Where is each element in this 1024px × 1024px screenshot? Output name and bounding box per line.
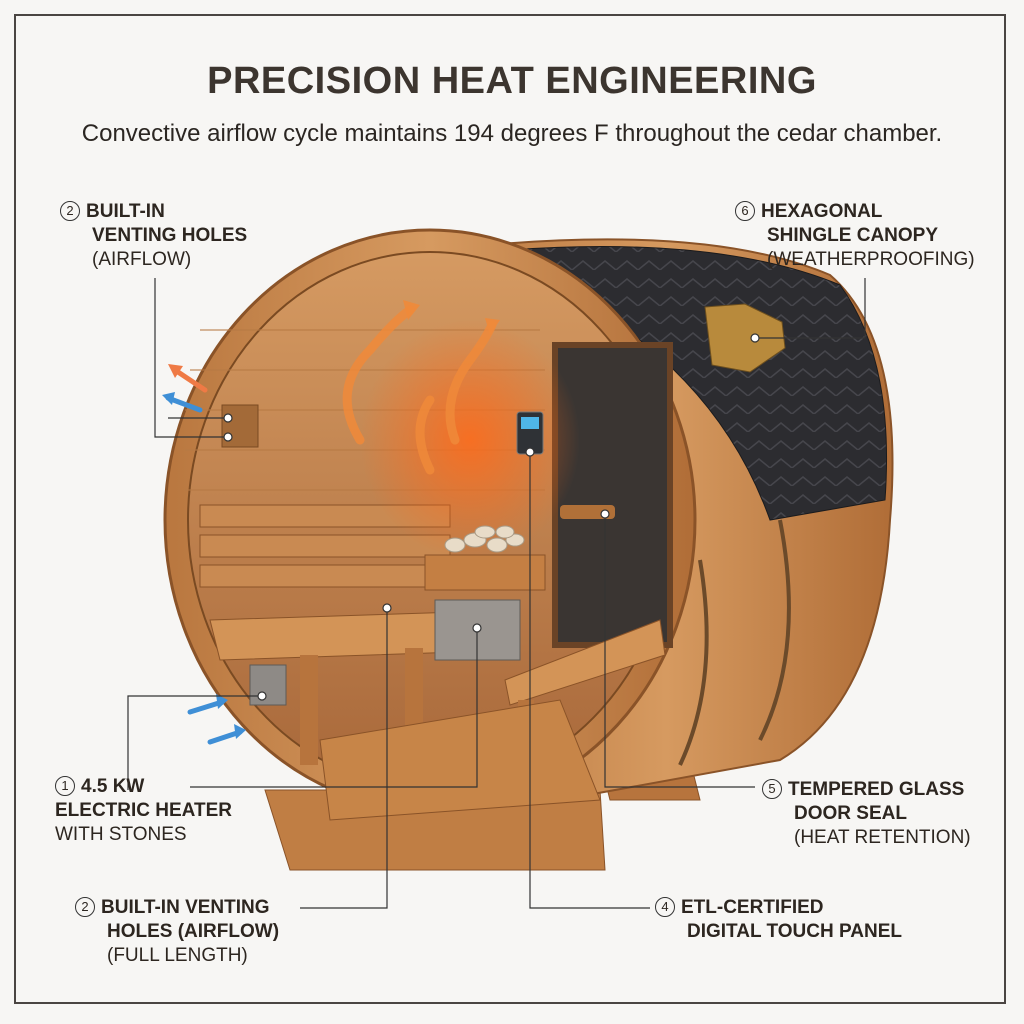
callout-vent-bottom: 2 BUILT-IN VENTING HOLES (AIRFLOW) (FULL … [75, 896, 279, 968]
callout-title-line1: ETL-CERTIFIED [681, 897, 824, 918]
vent-grilles [221, 404, 287, 706]
callout-title-line1: 4.5 KW [81, 776, 145, 797]
heat-flow-arrows [342, 305, 497, 475]
callout-title-line2: HOLES (AIRFLOW) [107, 921, 280, 942]
callout-leader-lines [127, 278, 866, 909]
callout-title-line1: HEXAGONAL [761, 201, 883, 222]
callout-vent-top: 2 BUILT-IN VENTING HOLES (AIRFLOW) [60, 200, 247, 272]
callout-number: 6 [735, 201, 755, 221]
airflow-arrows [162, 364, 246, 745]
digital-touch-panel [516, 411, 544, 455]
callout-subtitle: (WEATHERPROOFING) [767, 249, 975, 270]
callout-title-line2: DOOR SEAL [794, 803, 907, 824]
callout-title-line2: SHINGLE CANOPY [767, 225, 939, 246]
callout-number: 1 [55, 776, 75, 796]
callout-subtitle: (FULL LENGTH) [107, 945, 248, 966]
page-subtitle: Convective airflow cycle maintains 194 d… [81, 120, 943, 147]
callout-canopy: 6 HEXAGONAL SHINGLE CANOPY (WEATHERPROOFI… [735, 200, 975, 272]
callout-number: 2 [60, 201, 80, 221]
glass-door [552, 342, 673, 648]
callout-anchor-dots [223, 333, 760, 701]
callout-heater: 1 4.5 KW ELECTRIC HEATER WITH STONES [55, 775, 232, 847]
electric-heater [360, 320, 580, 661]
callout-title-line1: BUILT-IN [86, 201, 165, 222]
callout-subtitle: WITH STONES [55, 824, 187, 845]
callout-title-line1: TEMPERED GLASS [788, 779, 965, 800]
callout-number: 5 [762, 779, 782, 799]
callout-glass: 5 TEMPERED GLASS DOOR SEAL (HEAT RETENTIO… [762, 778, 971, 850]
callout-subtitle: (AIRFLOW) [92, 249, 192, 270]
callout-number: 2 [75, 897, 95, 917]
callout-subtitle: (HEAT RETENTION) [794, 827, 971, 848]
callout-panel: 4 ETL-CERTIFIED DIGITAL TOUCH PANEL [655, 896, 902, 944]
canopy-vent-plate [704, 303, 786, 373]
callout-title-line1: BUILT-IN VENTING [101, 897, 270, 918]
callout-number: 4 [655, 897, 675, 917]
poster-frame [14, 14, 1006, 1004]
callout-title-line2: ELECTRIC HEATER [55, 800, 232, 821]
callout-title-line2: DIGITAL TOUCH PANEL [687, 921, 902, 942]
page-title: PRECISION HEAT ENGINEERING [207, 60, 817, 102]
callout-title-line2: VENTING HOLES [92, 225, 248, 246]
heat-arrow-heads [403, 300, 500, 335]
